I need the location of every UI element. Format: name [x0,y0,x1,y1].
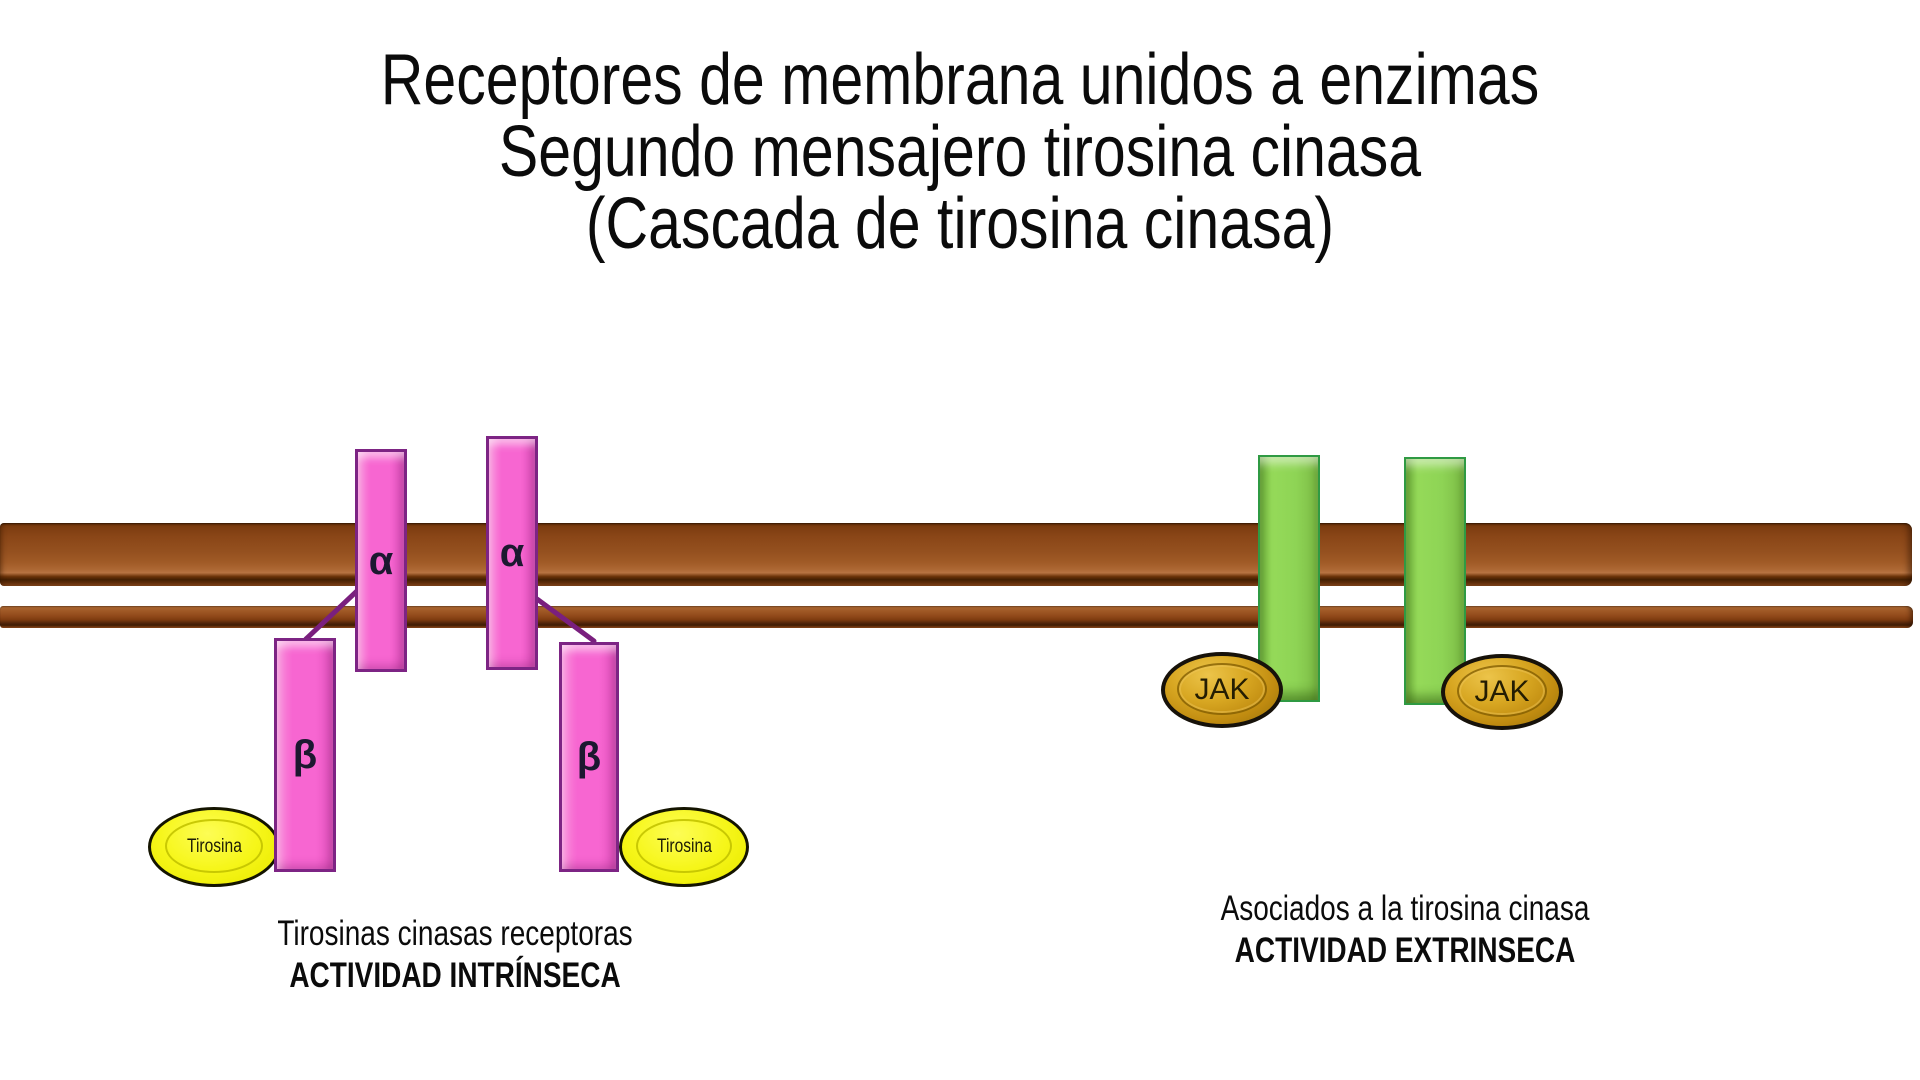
jak-kinase-ellipse-1: JAK [1161,652,1283,728]
alpha-subunit-bar-1: α [355,449,407,672]
intrinsic-caption-line-1: Tirosinas cinasas receptoras [277,914,633,953]
title-line-3: (Cascada de tirosina cinasa) [585,184,1335,264]
beta-subunit-label-2: β [576,735,602,779]
jak-label-1: JAK [1194,673,1250,706]
jak-kinase-ellipse-2: JAK [1441,654,1563,730]
tirosina-ligand-ellipse-1: Tirosina [148,807,280,887]
title-line-2: Segundo mensajero tirosina cinasa [498,112,1422,192]
tirosina-ligand-ellipse-2: Tirosina [619,807,749,887]
jak-label-2: JAK [1474,675,1530,708]
extrinsic-caption-line-2: ACTIVIDAD EXTRINSECA [1234,931,1576,970]
transmembrane-bar-1 [1258,455,1320,702]
extrinsic-activity-caption: Asociados a la tirosina cinasa ACTIVIDAD… [1155,888,1655,972]
membrane-inner-leaflet [0,606,1913,628]
tirosina-label-2: Tirosina [656,836,712,857]
extrinsic-caption-line-1: Asociados a la tirosina cinasa [1220,889,1590,928]
transmembrane-bar-2 [1404,457,1466,705]
alpha-subunit-bar-2: α [486,436,538,670]
alpha-subunit-label-1: α [368,538,394,583]
membrane-outer-leaflet [0,523,1912,586]
beta-subunit-bar-1: β [274,638,336,872]
title-line-1: Receptores de membrana unidos a enzimas [380,40,1540,120]
intrinsic-caption-line-2: ACTIVIDAD INTRÍNSECA [289,956,621,995]
intrinsic-activity-caption: Tirosinas cinasas receptoras ACTIVIDAD I… [205,913,705,997]
beta-subunit-label-1: β [292,733,318,777]
tirosina-label-1: Tirosina [186,836,242,857]
page-title: Receptores de membrana unidos a enzimas … [0,44,1920,260]
beta-subunit-bar-2: β [559,642,619,872]
alpha-subunit-label-2: α [499,531,525,575]
